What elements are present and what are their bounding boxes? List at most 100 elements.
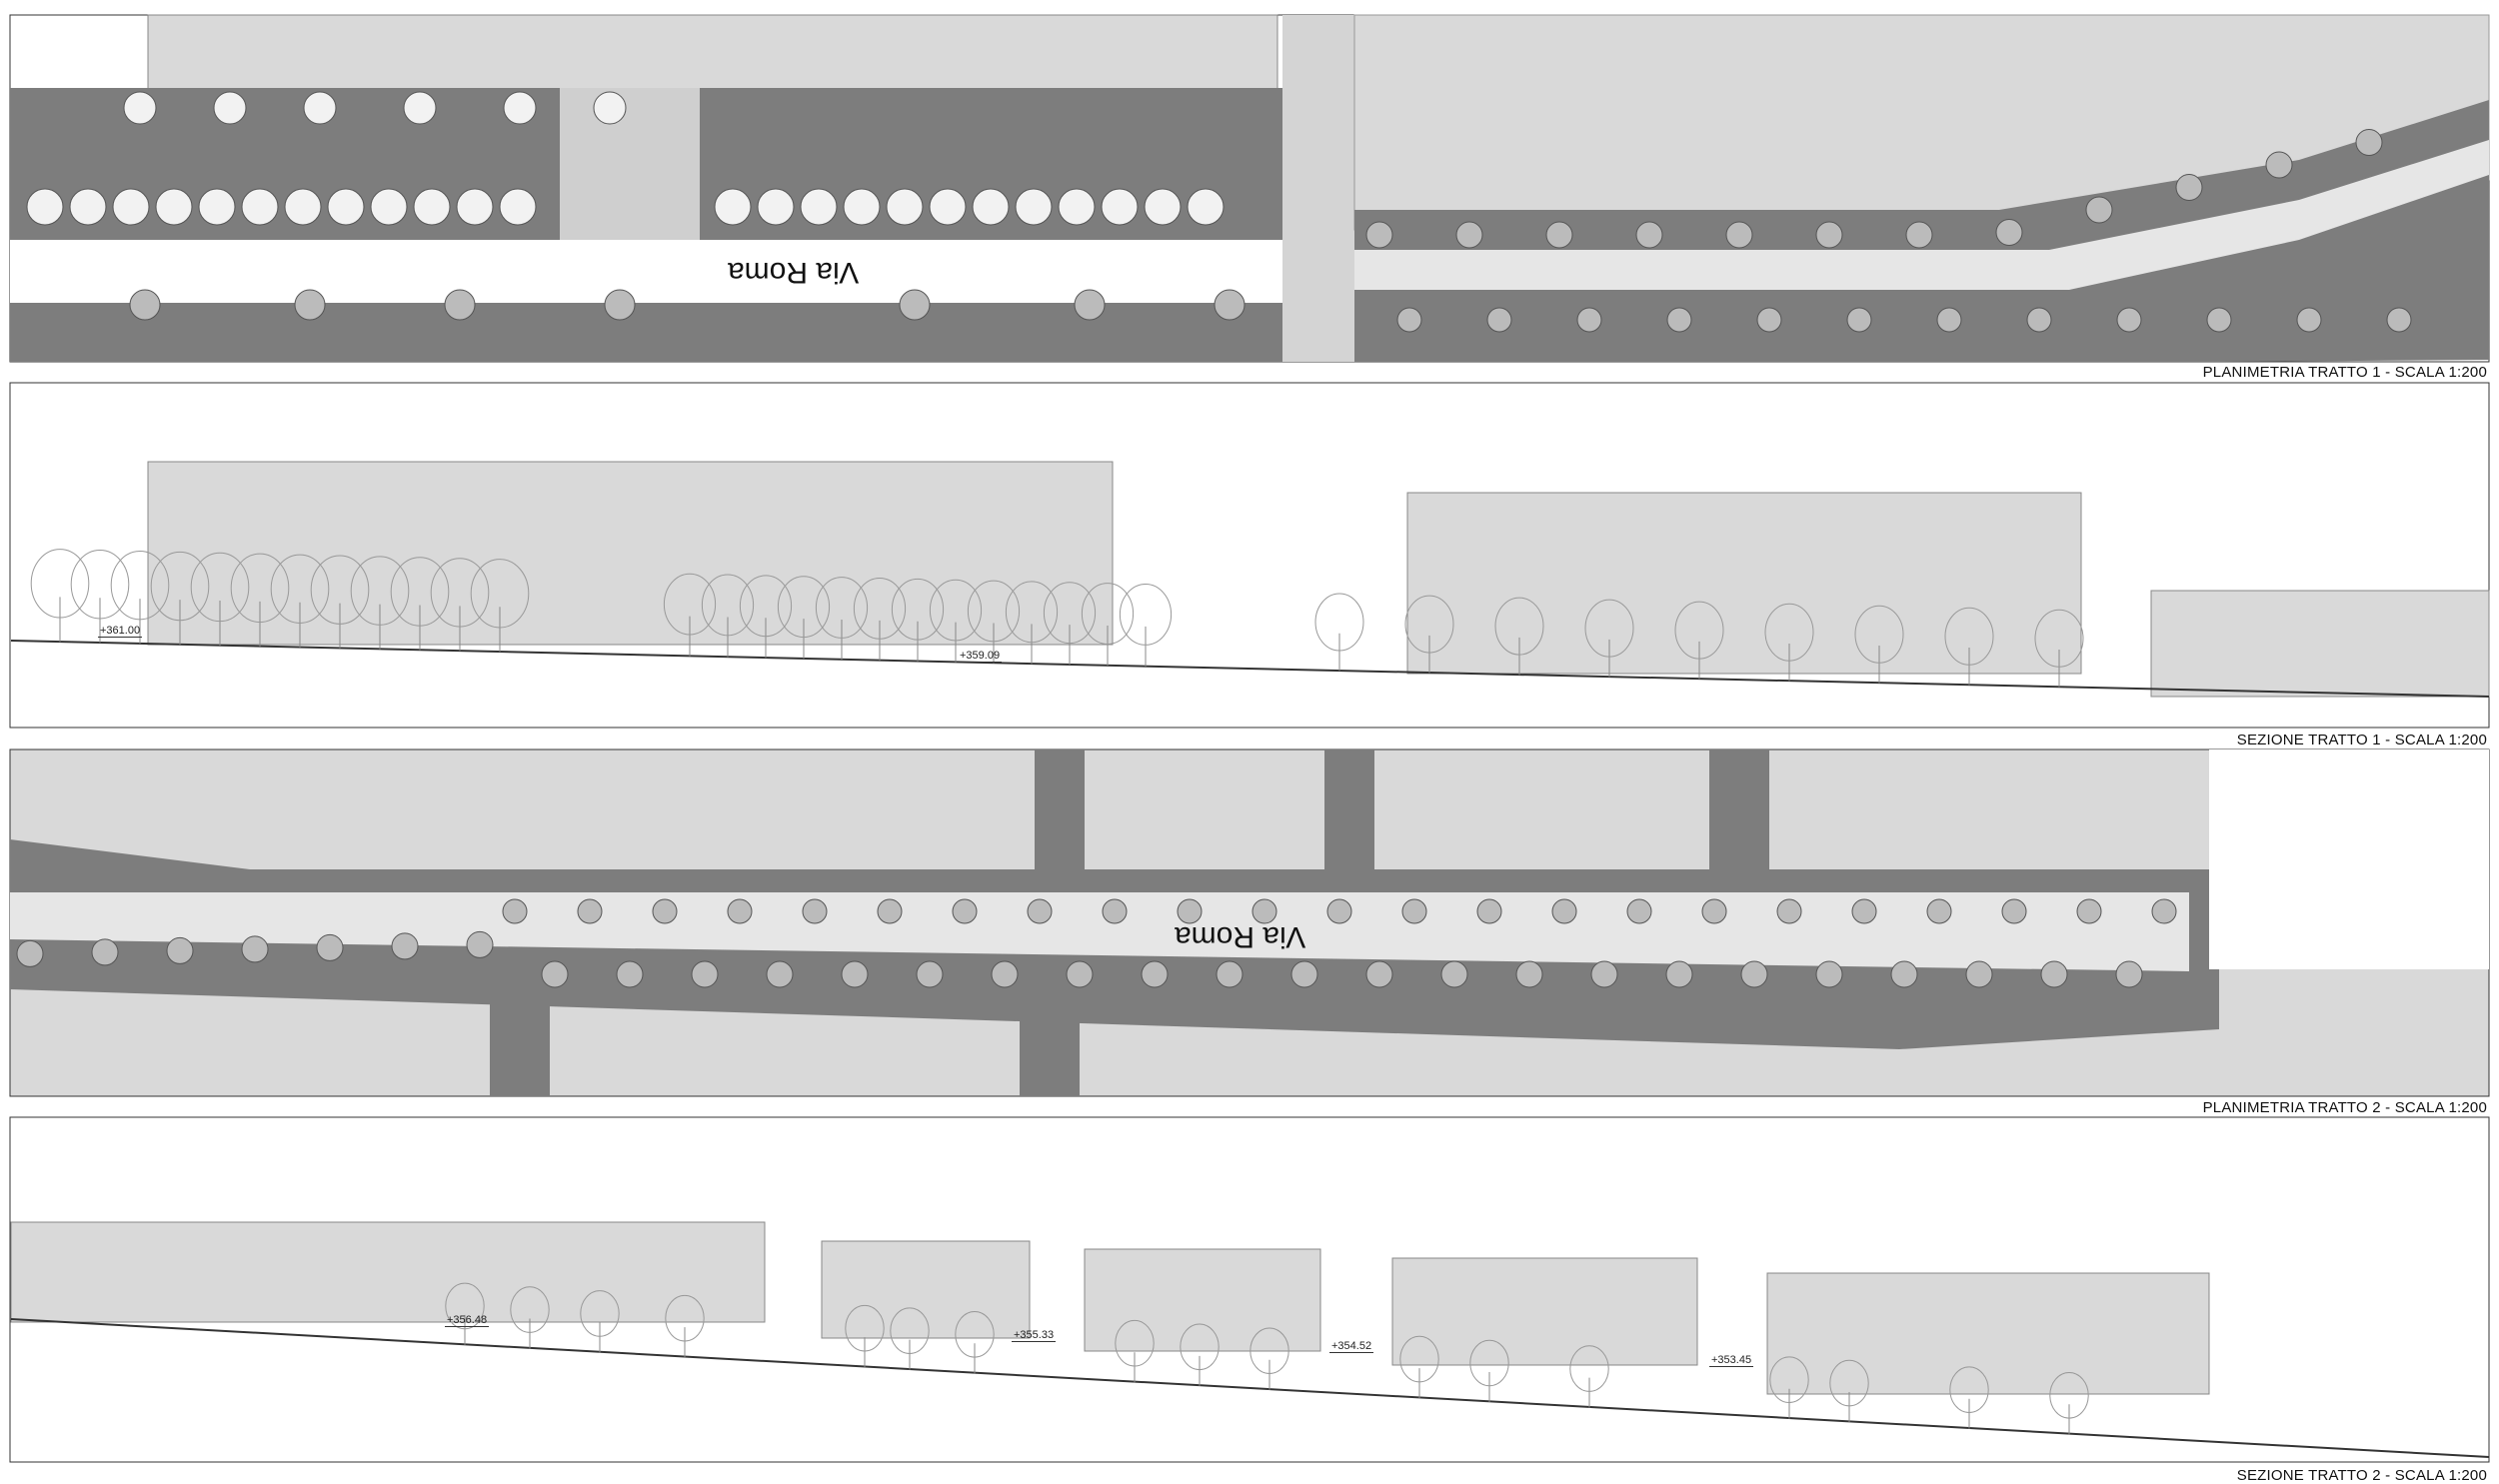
tree-icon bbox=[1701, 898, 1727, 924]
tree-icon bbox=[845, 1304, 885, 1368]
tree-icon bbox=[1250, 1327, 1289, 1390]
tree-icon bbox=[1626, 898, 1652, 924]
ground-line bbox=[10, 640, 2490, 698]
tree-icon bbox=[890, 1307, 930, 1370]
tree-icon bbox=[1102, 898, 1128, 924]
tree-icon bbox=[972, 188, 1010, 226]
tree-icon bbox=[1584, 599, 1634, 678]
elevation-mark: +361.00 bbox=[98, 625, 143, 638]
tree-icon bbox=[310, 555, 370, 649]
tree-icon bbox=[1043, 582, 1097, 666]
tree-icon bbox=[2355, 129, 2383, 156]
tree-icon bbox=[952, 898, 978, 924]
tree-icon bbox=[2040, 960, 2068, 988]
tree-icon bbox=[967, 580, 1021, 664]
tree-icon bbox=[444, 289, 476, 321]
tree-icon bbox=[1469, 1339, 1509, 1402]
tree-icon bbox=[466, 930, 494, 958]
tree-icon bbox=[714, 188, 752, 226]
tree-icon bbox=[1665, 960, 1693, 988]
tree-icon bbox=[2049, 1371, 2089, 1435]
section-tratto-1 bbox=[9, 382, 2490, 729]
tree-icon bbox=[1949, 1366, 1989, 1429]
tree-icon bbox=[2001, 898, 2027, 924]
tree-icon bbox=[1216, 960, 1244, 988]
side-street bbox=[1035, 749, 1085, 869]
plan-tratto-1 bbox=[9, 14, 2490, 363]
tree-icon bbox=[198, 188, 236, 226]
tree-icon bbox=[1101, 188, 1139, 226]
tree-icon bbox=[1476, 898, 1502, 924]
tree-icon bbox=[1674, 601, 1724, 680]
road-label-via-roma: Via Roma bbox=[1175, 920, 1306, 953]
tree-icon bbox=[802, 898, 828, 924]
tree-icon bbox=[1725, 221, 1753, 249]
tree-icon bbox=[1214, 289, 1246, 321]
panel-label-plan-1: PLANIMETRIA TRATTO 1 - SCALA 1:200 bbox=[2202, 364, 2487, 381]
tree-icon bbox=[665, 1294, 705, 1358]
elevation-mark: +354.52 bbox=[1329, 1340, 1374, 1353]
tree-icon bbox=[150, 551, 210, 646]
side-street bbox=[1709, 749, 1769, 869]
tree-icon bbox=[391, 932, 419, 960]
tree-icon bbox=[413, 188, 451, 226]
piazza-paving bbox=[560, 88, 700, 240]
tree-icon bbox=[2296, 307, 2322, 333]
tree-icon bbox=[294, 289, 326, 321]
section-building bbox=[1391, 1257, 1698, 1366]
tree-icon bbox=[230, 553, 290, 647]
tree-icon bbox=[241, 188, 279, 226]
tree-icon bbox=[899, 289, 931, 321]
intersection bbox=[2209, 749, 2489, 969]
tree-icon bbox=[190, 552, 250, 646]
section-building bbox=[2150, 590, 2490, 698]
tree-icon bbox=[2076, 898, 2102, 924]
elevation-mark: +353.45 bbox=[1709, 1354, 1754, 1367]
tree-icon bbox=[701, 574, 755, 658]
tree-icon bbox=[616, 960, 644, 988]
tree-icon bbox=[26, 188, 64, 226]
tree-icon bbox=[510, 1286, 550, 1349]
tree-icon bbox=[316, 933, 344, 961]
tree-icon bbox=[502, 898, 528, 924]
tree-icon bbox=[800, 188, 838, 226]
tree-icon bbox=[390, 557, 450, 651]
tree-icon bbox=[1829, 1359, 1869, 1423]
tree-icon bbox=[1365, 221, 1393, 249]
tree-icon bbox=[1666, 307, 1692, 333]
road-label-via-roma: Via Roma bbox=[728, 256, 860, 289]
tree-icon bbox=[577, 898, 603, 924]
tree-icon bbox=[284, 188, 322, 226]
tree-icon bbox=[1187, 188, 1225, 226]
tree-icon bbox=[757, 188, 795, 226]
diagonal-paving bbox=[1354, 140, 2489, 290]
tree-icon bbox=[955, 1311, 995, 1374]
tree-icon bbox=[1455, 221, 1483, 249]
tree-icon bbox=[2115, 960, 2143, 988]
tree-icon bbox=[110, 550, 170, 645]
tree-icon bbox=[1995, 219, 2023, 246]
tree-icon bbox=[2386, 307, 2412, 333]
tree-icon bbox=[503, 91, 537, 125]
tree-icon bbox=[1551, 898, 1577, 924]
tree-icon bbox=[1545, 221, 1573, 249]
tree-icon bbox=[2034, 609, 2084, 688]
tree-icon bbox=[1576, 307, 1602, 333]
tree-icon bbox=[2116, 307, 2142, 333]
tree-icon bbox=[1251, 898, 1277, 924]
tree-icon bbox=[991, 960, 1019, 988]
tree-icon bbox=[1965, 960, 1993, 988]
tree-icon bbox=[1769, 1356, 1809, 1419]
tree-icon bbox=[241, 935, 269, 963]
tree-icon bbox=[929, 579, 983, 663]
sidewalk-south bbox=[10, 303, 1282, 362]
tree-icon bbox=[155, 188, 193, 226]
tree-icon bbox=[841, 960, 869, 988]
panel-label-section-1: SEZIONE TRATTO 1 - SCALA 1:200 bbox=[2236, 732, 2487, 748]
tree-icon bbox=[456, 188, 494, 226]
tree-icon bbox=[2085, 196, 2113, 224]
tree-icon bbox=[1569, 1345, 1609, 1408]
tree-icon bbox=[1005, 581, 1059, 665]
section-building bbox=[821, 1240, 1031, 1339]
elevation-mark: +355.33 bbox=[1012, 1329, 1057, 1342]
